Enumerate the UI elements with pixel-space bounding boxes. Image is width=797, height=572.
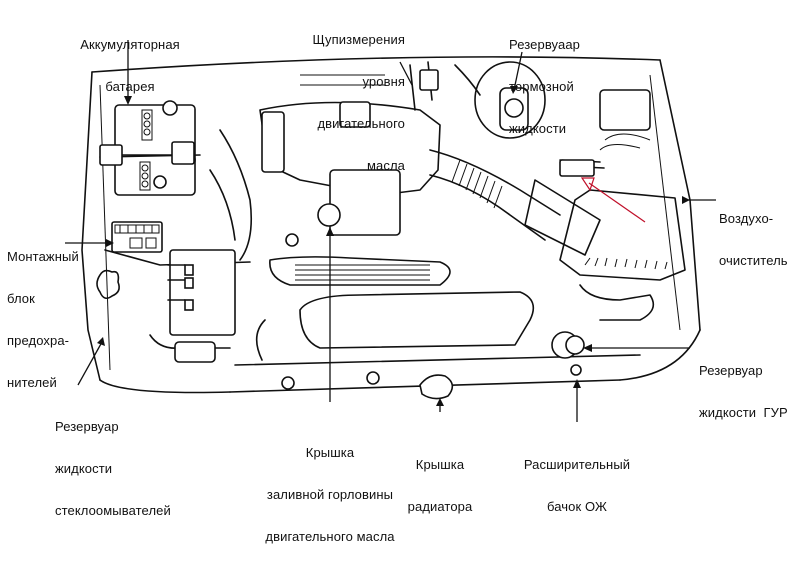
label-power-steering-reservoir: Резервуар жидкости ГУР	[699, 336, 788, 448]
label-line: Резервуаар	[509, 37, 580, 52]
label-radiator-cap: Крышка радиатора	[400, 430, 480, 542]
label-line: предохра-	[7, 333, 70, 348]
brake-reservoir-leader	[513, 51, 523, 91]
fuse-box-drawing	[104, 221, 251, 266]
label-line: Резервуар	[55, 419, 119, 434]
label-line: Щупизмерения	[312, 32, 405, 47]
label-line: очиститель	[719, 253, 788, 268]
label-line: Крышка	[305, 445, 355, 460]
label-line: Аккумуляторная	[80, 37, 180, 52]
label-line: батарея	[105, 79, 155, 94]
label-air-cleaner: Воздухо- очиститель	[719, 184, 788, 296]
red-annotation-arrow	[580, 177, 646, 223]
label-line: радиатора	[407, 499, 473, 514]
engine-diagram: Аккумуляторная батарея Щупизмерения уров…	[7, 5, 788, 544]
air-intake-hose-drawing	[429, 149, 601, 256]
brake-reservoir-drawing	[454, 61, 546, 139]
label-brake-reservoir: Резервуаар тормозной жидкости	[509, 10, 580, 164]
label-line: Резервуар	[699, 363, 763, 378]
label-line: масла	[367, 158, 405, 173]
label-line: жидкости	[55, 461, 113, 476]
label-line: Воздухо-	[719, 211, 774, 226]
label-fuse-box: Монтажный блок предохра- нителей	[7, 222, 79, 418]
label-line: блок	[7, 291, 35, 306]
label-line: бачок ОЖ	[546, 499, 608, 514]
label-oil-filler-cap: Крышка заливной горловины двигательного …	[255, 418, 405, 572]
label-line: жидкости	[509, 121, 567, 136]
label-line: уровня	[362, 74, 405, 89]
battery-drawing	[99, 100, 201, 196]
radiator-support-drawing	[229, 291, 641, 400]
air-cleaner-drawing	[559, 89, 686, 321]
label-line: Расширительный	[523, 457, 631, 472]
label-line: стеклоомывателей	[55, 503, 171, 518]
label-battery: Аккумуляторная батарея	[60, 10, 200, 122]
engine-drawing	[65, 40, 716, 422]
washer-leader	[77, 341, 103, 386]
label-line: нителей	[7, 375, 57, 390]
label-line: двигательного масла	[265, 529, 395, 544]
label-oil-dipstick: Щупизмерения уровня двигательного масла	[292, 5, 405, 201]
dipstick-leader	[399, 61, 413, 86]
label-line: заливной горловины	[266, 487, 394, 502]
label-line: Крышка	[415, 457, 465, 472]
label-washer-reservoir: Резервуар жидкости стеклоомывателей	[55, 392, 171, 546]
label-line: жидкости ГУР	[699, 405, 788, 420]
label-line: тормозной	[509, 79, 574, 94]
engine-block-drawing	[209, 61, 451, 286]
label-line: двигательного	[317, 116, 405, 131]
label-coolant-tank: Расширительный бачок ОЖ	[512, 430, 642, 542]
washer-reservoir-drawing	[96, 249, 236, 363]
label-line: Монтажный	[7, 249, 79, 264]
leader-lines	[65, 40, 716, 422]
